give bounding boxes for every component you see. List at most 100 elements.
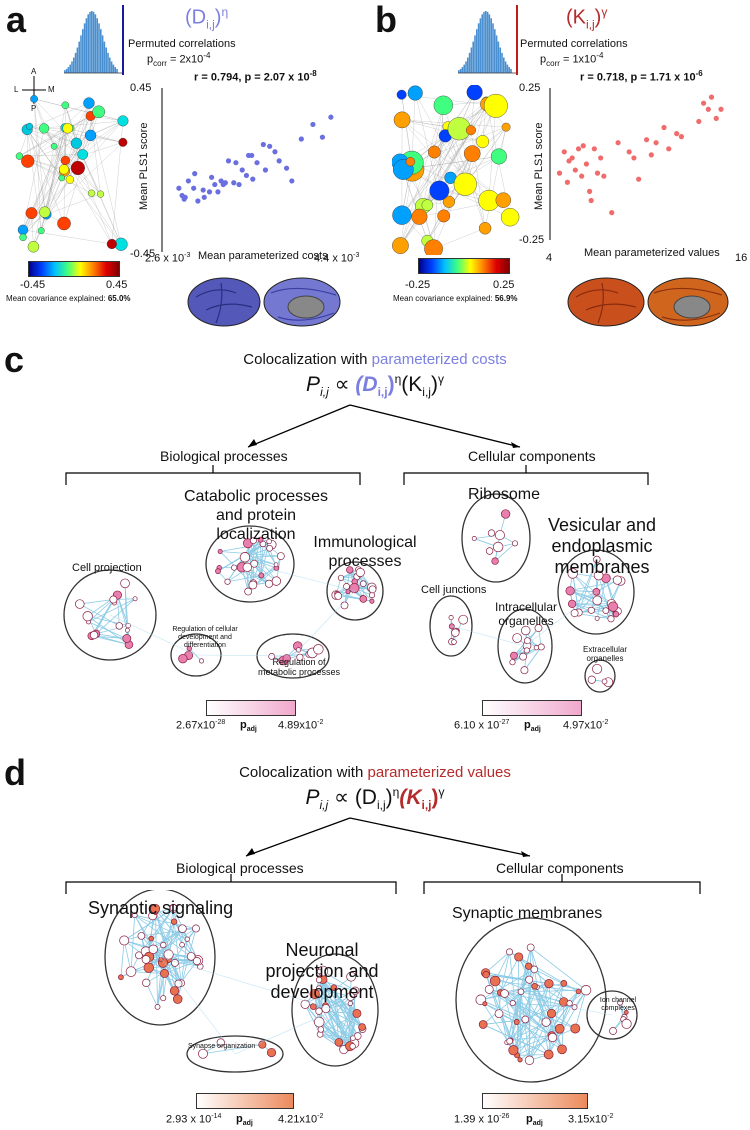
histogram-bar bbox=[483, 11, 485, 73]
cluster-outline bbox=[256, 633, 330, 679]
brain-region-node bbox=[433, 95, 453, 115]
cluster-outline bbox=[497, 608, 553, 684]
histogram-bar bbox=[100, 29, 102, 74]
term-node bbox=[587, 606, 595, 614]
term-node bbox=[186, 952, 196, 961]
padj-label-c-bp: padj bbox=[240, 719, 257, 734]
histogram-bar bbox=[83, 23, 86, 74]
term-node bbox=[570, 609, 579, 618]
scatter-point bbox=[648, 152, 654, 158]
panel-c-bp-label: Biological processes bbox=[160, 448, 288, 464]
scatter-point bbox=[700, 100, 707, 106]
brain-region-node bbox=[70, 160, 85, 176]
brain-region-node bbox=[37, 227, 45, 235]
histogram-bar bbox=[499, 47, 501, 73]
term-node bbox=[547, 1032, 558, 1043]
scatter-point bbox=[564, 179, 571, 185]
brain-region-node bbox=[25, 122, 34, 130]
term-node bbox=[482, 971, 490, 979]
term-node bbox=[309, 988, 320, 1000]
scatter-point bbox=[243, 172, 250, 179]
term-node bbox=[172, 994, 183, 1004]
histogram-bar bbox=[87, 14, 89, 73]
term-node bbox=[346, 971, 357, 982]
term-node bbox=[458, 614, 469, 625]
term-node bbox=[244, 587, 253, 596]
term-node bbox=[355, 567, 365, 577]
permuted-correlations-label-b: Permuted correlations bbox=[520, 38, 628, 50]
scatter-point bbox=[249, 152, 255, 159]
brain-region-node bbox=[463, 145, 481, 162]
term-node bbox=[368, 585, 377, 594]
histogram-bar bbox=[472, 41, 474, 73]
term-node bbox=[607, 615, 615, 623]
term-node bbox=[317, 1026, 325, 1033]
cluster-outline bbox=[455, 917, 607, 1083]
brain-region-node bbox=[442, 195, 455, 208]
panel-letter-c: c bbox=[4, 339, 25, 380]
histogram-bar bbox=[65, 68, 68, 73]
term-node bbox=[537, 643, 545, 651]
padj-scale-d-cc bbox=[482, 1093, 588, 1109]
scatter-point bbox=[215, 189, 221, 195]
term-node bbox=[170, 918, 178, 925]
cluster-outline bbox=[104, 890, 216, 1026]
term-node bbox=[530, 965, 539, 974]
term-node bbox=[118, 974, 124, 981]
scatter-point bbox=[310, 121, 316, 128]
panel-c-enrichment-networks bbox=[63, 493, 635, 693]
pcorr-a: pcorr = 2x10-4 bbox=[147, 51, 211, 68]
scatter-point bbox=[192, 171, 198, 177]
panel-a-title: (Di,j)η bbox=[185, 5, 229, 32]
term-node bbox=[337, 574, 345, 581]
term-node bbox=[517, 988, 525, 995]
term-node bbox=[602, 607, 610, 614]
cluster-outline bbox=[586, 990, 638, 1040]
brain-region-node bbox=[39, 123, 50, 134]
term-node bbox=[198, 1048, 208, 1059]
term-node bbox=[315, 976, 323, 983]
histogram-bar bbox=[465, 61, 467, 73]
histogram-bar bbox=[107, 52, 109, 73]
term-node bbox=[316, 968, 323, 975]
term-node bbox=[575, 988, 582, 995]
padj-min-c-cc: 6.10 x 10-27 bbox=[454, 719, 510, 732]
panel-d-enrichment-networks bbox=[104, 890, 638, 1083]
term-node bbox=[554, 1023, 565, 1034]
term-node bbox=[514, 952, 524, 962]
term-node bbox=[509, 1000, 516, 1007]
brain-region-node bbox=[495, 192, 512, 208]
scatter-point bbox=[262, 167, 269, 173]
cluster-catabolic: Catabolic processes and protein localiza… bbox=[183, 488, 329, 543]
scatter-point bbox=[556, 170, 563, 176]
histogram-bar bbox=[101, 35, 104, 73]
permutation-histogram-a bbox=[64, 5, 124, 75]
histogram-bar bbox=[503, 57, 505, 73]
term-node bbox=[82, 611, 93, 622]
histogram-bar bbox=[82, 29, 84, 74]
histogram-bar bbox=[495, 35, 498, 73]
histogram-bar bbox=[508, 67, 510, 73]
term-node bbox=[482, 1001, 488, 1007]
term-node bbox=[346, 992, 355, 1001]
term-node bbox=[231, 564, 238, 571]
brain-region-node bbox=[27, 241, 40, 253]
scatter-point bbox=[209, 174, 215, 180]
covariance-explained-a: Mean covariance explained: 65.0% bbox=[6, 294, 131, 303]
term-node bbox=[250, 559, 259, 568]
pcorr-b: pcorr = 1x10-4 bbox=[540, 51, 604, 68]
xlabel-a: Mean parameterized costs bbox=[198, 250, 328, 262]
term-node bbox=[184, 936, 190, 942]
term-node bbox=[276, 552, 285, 560]
term-node bbox=[451, 628, 460, 637]
scatter-point bbox=[206, 189, 213, 195]
brain-region-node bbox=[421, 199, 434, 211]
brain-region-node bbox=[15, 152, 24, 160]
permutation-histogram-b bbox=[458, 5, 518, 75]
term-node bbox=[567, 568, 578, 579]
scatter-point bbox=[239, 167, 245, 173]
brain-region-node bbox=[500, 208, 520, 227]
scatter-point bbox=[191, 185, 197, 191]
brain-region-node bbox=[501, 122, 511, 132]
term-node bbox=[224, 578, 231, 585]
